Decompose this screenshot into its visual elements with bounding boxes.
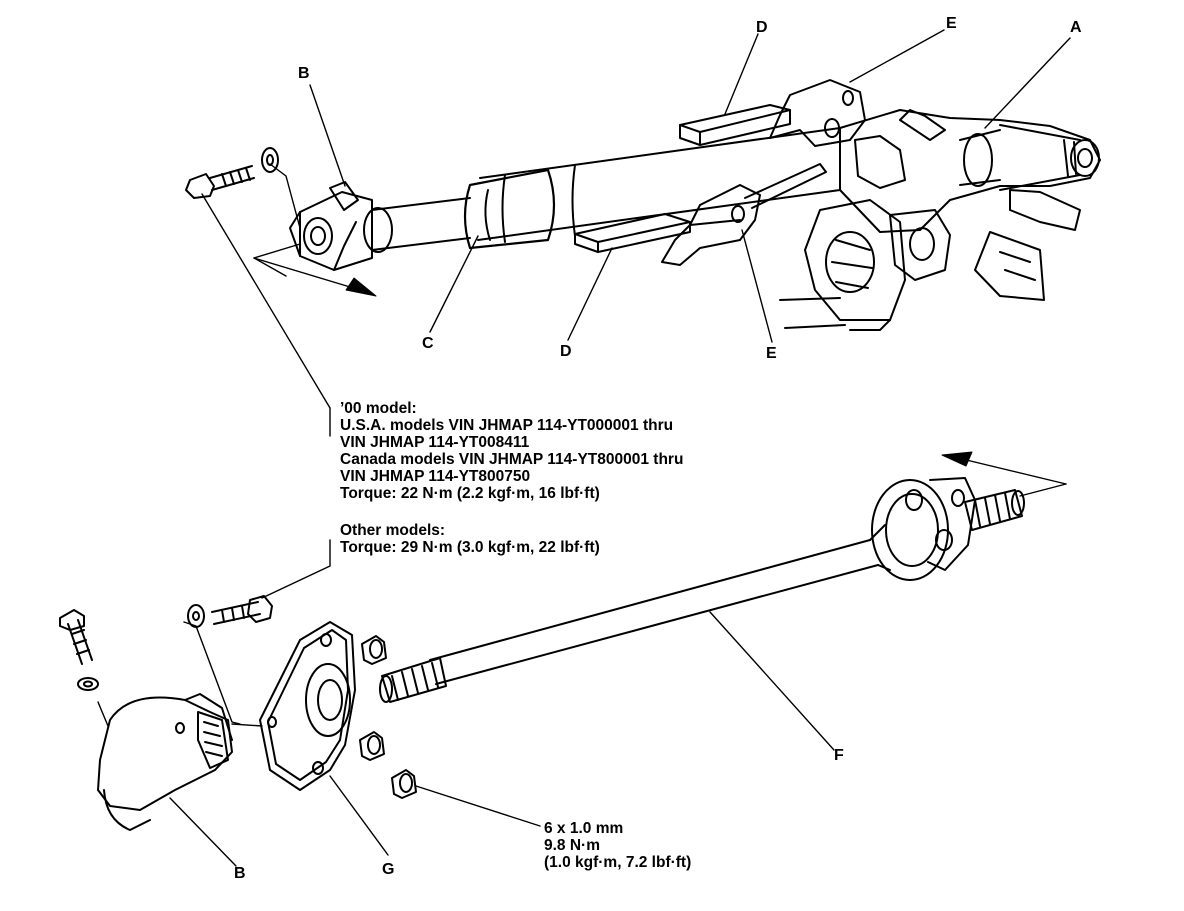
direction-arrow-upper: [253, 257, 377, 297]
steering-column-assembly: [185, 79, 1101, 331]
column-cover: [463, 168, 556, 250]
universal-joint-lower-shaft: [869, 477, 976, 581]
rail-upper: [679, 104, 791, 146]
nut-torque-nm: 9.8 N·m: [544, 837, 600, 854]
torque-note-canada-range-start: Canada models VIN JHMAP 114-YT800001 thr…: [340, 451, 684, 468]
torque-note: ’00 model: U.S.A. models VIN JHMAP 114-Y…: [340, 400, 683, 556]
torque-note-usa-range-start: U.S.A. models VIN JHMAP 114-YT000001 thr…: [340, 417, 674, 434]
flange-nut-2: [359, 731, 385, 761]
bolt-lower-joint-right: [211, 595, 273, 625]
callout-f: F: [834, 747, 844, 764]
rail-lower: [574, 213, 691, 253]
torque-note-canada-range-end: VIN JHMAP 114-YT800750: [340, 468, 531, 485]
flange-nut-3: [391, 769, 417, 799]
bolt-upper-joint: [185, 165, 255, 199]
bolt-lower-joint-left: [59, 609, 93, 665]
column-housing: [779, 109, 1101, 331]
washer-lower-joint-left: [77, 677, 99, 691]
callout-e-bottom: E: [766, 345, 777, 362]
tilt-bracket-upper: [769, 79, 866, 147]
callout-d-top: D: [756, 19, 768, 36]
torque-note-usa-range-end: VIN JHMAP 114-YT008411: [340, 434, 530, 451]
torque-note-value-other: Torque: 29 N·m (3.0 kgf·m, 22 lbf·ft): [340, 539, 600, 556]
callout-b-top: B: [298, 65, 310, 82]
callout-b-bottom: B: [234, 865, 246, 882]
callout-g: G: [382, 861, 395, 878]
nut-size: 6 x 1.0 mm: [544, 820, 624, 837]
callout-a: A: [1070, 19, 1082, 36]
universal-joint-upper: [289, 181, 373, 271]
flange-nut-1: [361, 635, 387, 665]
callout-e-top: E: [946, 15, 957, 32]
direction-arrow-lower: [941, 451, 1067, 485]
torque-note-other-models: Other models:: [340, 522, 446, 539]
steering-joint-plate: [259, 621, 356, 791]
shaft-lower-spline: [381, 657, 447, 703]
shaft-upper-spline: [964, 489, 1023, 531]
nut-torque-note: 6 x 1.0 mm 9.8 N·m (1.0 kgf·m, 7.2 lbf·f…: [544, 820, 691, 871]
callout-d-bottom: D: [560, 343, 572, 360]
intermediate-shaft-assembly: [59, 477, 1025, 831]
callout-c: C: [422, 335, 434, 352]
tilt-bracket-lower: [661, 163, 827, 266]
universal-joint-lower: [97, 693, 233, 831]
torque-note-value-00: Torque: 22 N·m (2.2 kgf·m, 16 lbf·ft): [340, 485, 600, 502]
torque-note-model-year: ’00 model:: [340, 400, 417, 417]
nut-torque-alt: (1.0 kgf·m, 7.2 lbf·ft): [544, 854, 692, 871]
leader-lines: [97, 29, 1071, 867]
washer-upper-joint: [261, 147, 279, 173]
